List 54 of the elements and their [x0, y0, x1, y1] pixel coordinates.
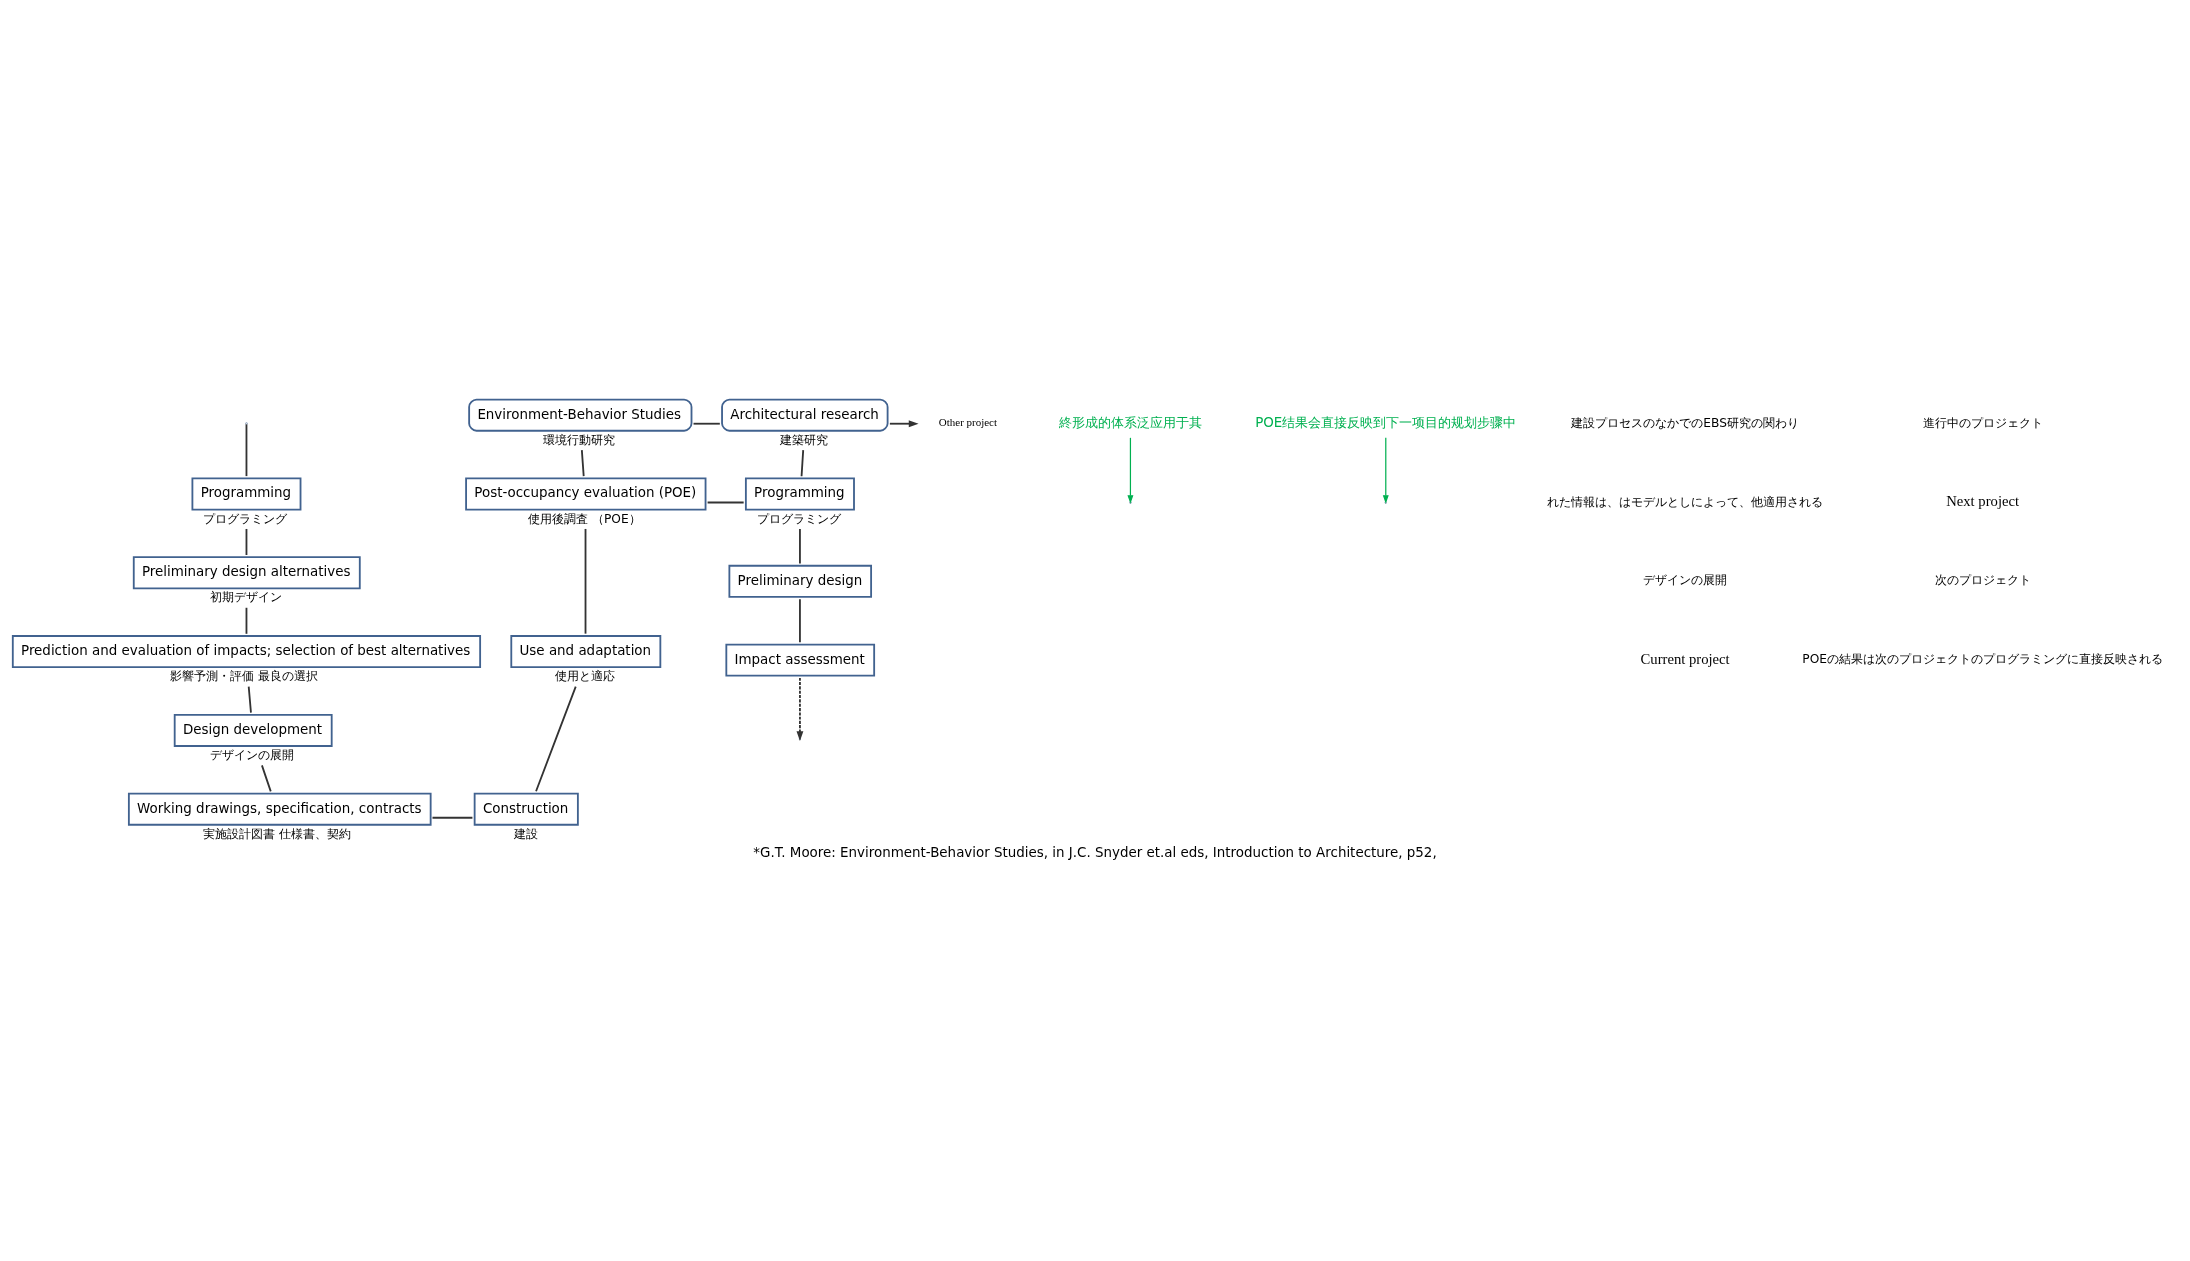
caption: *G.T. Moore: Environment-Behavior Studies, in J.C. Snyder et.al eds, Introduction to Architecture, p52, — [753, 845, 1437, 861]
node-label: 初期デザイン — [209, 590, 282, 605]
label: POEの結果は次のプロジェクトのプログラミングに直接反映される — [1802, 652, 2163, 667]
connector — [584, 528, 587, 635]
node-box: Environment-Behavior Studies — [468, 398, 693, 432]
connector — [535, 685, 577, 793]
node-box: Programming — [191, 477, 302, 511]
connector — [261, 764, 272, 793]
connector — [431, 816, 474, 819]
node-text: 終形成的体系泛应用于其 — [1058, 415, 1202, 431]
node-label: プログラミング — [203, 511, 288, 526]
label: 進行中のプロジェクト — [1922, 415, 2043, 430]
arrow — [888, 420, 919, 428]
node-box: Construction — [473, 792, 579, 826]
label: れた情報は、はモデルとしによって、他適用される — [1547, 494, 1824, 509]
node-label: プログラミング — [756, 511, 841, 526]
node-text: POE结果会直接反映到下一项目的规划步骤中 — [1255, 415, 1517, 431]
label: デザインの展開 — [1643, 573, 1728, 588]
node-text: Other project — [938, 416, 998, 429]
connector — [706, 501, 745, 504]
label: Next project — [1946, 493, 2020, 510]
node-box: Working drawings, specification, contracts — [127, 792, 432, 826]
label: 次のプロジェクト — [1934, 573, 2031, 588]
connector — [799, 528, 801, 565]
connector — [245, 606, 248, 635]
connector — [247, 685, 252, 714]
node-box: Design development — [173, 713, 333, 747]
node-box: Preliminary design — [728, 564, 873, 598]
node-label: 実施設計図書 仕様書、契約 — [203, 826, 352, 841]
arrow — [1382, 437, 1389, 504]
connector — [245, 423, 248, 477]
connector — [245, 528, 248, 556]
node-label: 環境行動研究 — [543, 432, 616, 447]
node-label: 影響予測・評価 最良の選択 — [170, 669, 318, 684]
node-label: 使用と適応 — [554, 669, 615, 684]
connector — [580, 449, 585, 478]
node-box: Programming — [744, 477, 855, 511]
node-box: Impact assessment — [725, 643, 876, 677]
node-box: Prediction and evaluation of impacts; selection of best alternatives — [11, 635, 482, 669]
label: Current project — [1640, 650, 1730, 667]
connector — [800, 449, 805, 478]
node-label: 建築研究 — [779, 432, 828, 447]
connector — [799, 598, 801, 644]
connector — [692, 422, 721, 425]
label: 建設プロセスのなかでのEBS研究の関わり — [1571, 415, 1799, 430]
node-label: 使用後調査 （POE） — [528, 511, 641, 526]
arrow — [1127, 437, 1134, 504]
node-box: Use and adaptation — [510, 635, 662, 669]
node-box: Architectural research — [721, 398, 889, 432]
node-label: 建設 — [513, 826, 538, 841]
arrow — [796, 677, 804, 742]
node-box: Post-occupancy evaluation (POE) — [465, 477, 707, 511]
node-box: Preliminary design alternatives — [132, 556, 361, 590]
node-label: デザインの展開 — [209, 748, 294, 763]
